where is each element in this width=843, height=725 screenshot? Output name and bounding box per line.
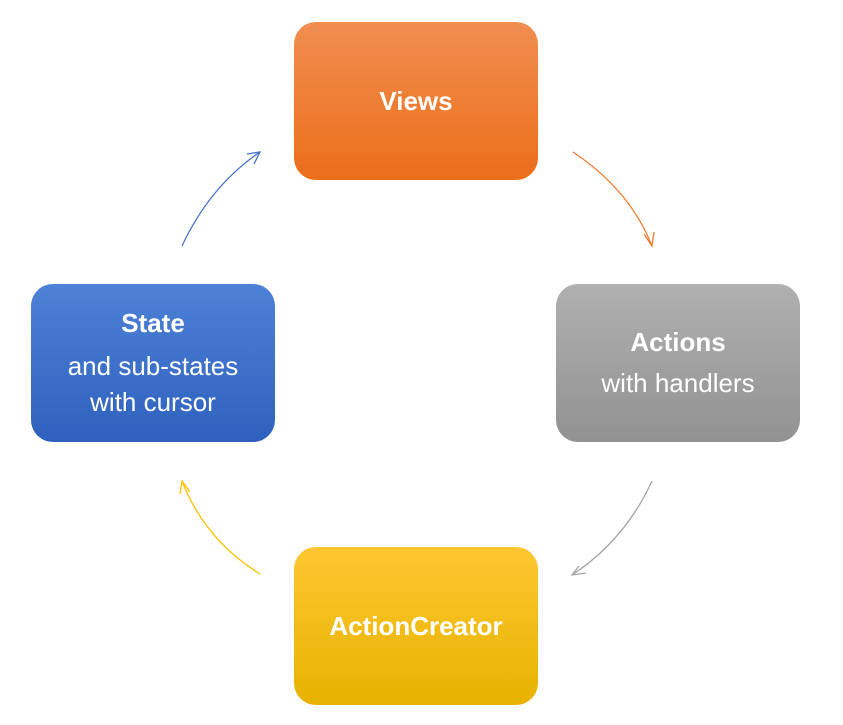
node-state-subtitle: and sub-states with cursor	[67, 351, 239, 417]
arrow-action-creator-to-state	[181, 480, 261, 575]
node-state-title: State	[121, 308, 185, 338]
node-state: State and sub-states with cursor	[31, 284, 275, 442]
node-action-creator: ActionCreator	[294, 547, 538, 705]
node-actions: Actions with handlers	[556, 284, 800, 442]
node-actions-title: Actions	[630, 327, 726, 357]
arrow-head-state-to-views	[246, 151, 262, 165]
node-views-title: Views	[379, 86, 453, 116]
arrow-head-action-creator-to-state	[179, 479, 191, 495]
arrow-actions-to-action-creator	[571, 480, 653, 576]
node-views: Views	[294, 22, 538, 180]
node-action-creator-title: ActionCreator	[329, 611, 503, 641]
arrow-head-actions-to-action-creator	[570, 565, 587, 576]
node-actions-subtitle: with handlers	[601, 368, 755, 398]
arrow-state-to-views	[181, 151, 261, 247]
arrow-views-to-actions	[572, 151, 653, 247]
arrow-head-views-to-actions	[643, 231, 655, 248]
